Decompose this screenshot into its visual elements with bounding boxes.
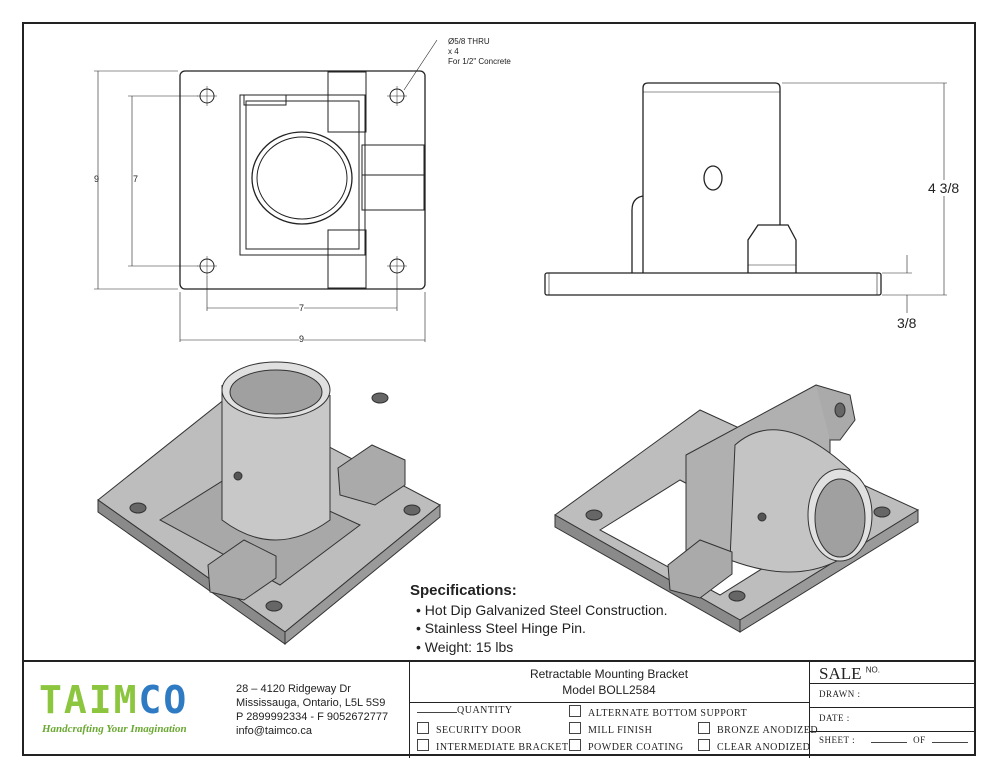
address-line: Mississauga, Ontario, L5L 5S9 — [236, 697, 386, 709]
drawn-label: DRAWN : — [819, 689, 861, 699]
drawing-title: Retractable Mounting Bracket Model BOLL2… — [409, 666, 809, 698]
top-view-dimensions — [94, 70, 426, 342]
checkbox[interactable] — [698, 722, 710, 734]
option-label: BRONZE ANODIZED — [717, 725, 819, 736]
sale-no-label: NO. — [865, 665, 880, 675]
option-label: POWDER COATING — [588, 742, 684, 753]
side-view — [544, 82, 947, 313]
spec-item: • Weight: 15 lbs — [416, 638, 514, 655]
sheet-field: SHEET : OF — [819, 735, 968, 745]
option-mill-finish[interactable]: MILL FINISH — [569, 722, 652, 736]
date-label: DATE : — [819, 713, 850, 723]
option-bronze-anodized[interactable]: BRONZE ANODIZED — [698, 722, 818, 736]
option-label: MILL FINISH — [588, 725, 653, 736]
isometric-view-right — [554, 384, 920, 633]
sheet-border — [22, 22, 976, 756]
mounting-holes — [197, 86, 407, 276]
option-clear-anodized[interactable]: CLEAR ANODIZED — [698, 739, 810, 753]
checkbox[interactable] — [698, 739, 710, 751]
hole-callout: Ø5/8 THRU x 4 For 1/2" Concrete — [448, 37, 511, 67]
checkbox[interactable] — [417, 739, 429, 751]
checkbox[interactable] — [569, 722, 581, 734]
sale-number: SALE NO. — [819, 664, 880, 684]
email: info@taimco.ca — [236, 725, 312, 737]
hole-note-count: x 4 — [448, 47, 459, 56]
drawing-model: Model BOLL2584 — [562, 683, 656, 697]
drawing-title-line1: Retractable Mounting Bracket — [529, 667, 689, 681]
spec-item: • Stainless Steel Hinge Pin. — [416, 620, 586, 636]
specifications-heading: Specifications: — [410, 582, 517, 599]
dim-height: 4 3/8 — [928, 180, 960, 196]
sale-label: SALE — [819, 664, 862, 683]
company-address: 28 – 4120 Ridgeway Dr Mississauga, Ontar… — [236, 682, 388, 738]
option-security-door[interactable]: SECURITY DOOR — [417, 722, 522, 736]
option-label: ALTERNATE BOTTOM SUPPORT — [588, 708, 748, 719]
dim-outer-vertical: 9 — [94, 174, 100, 184]
sheet-label: SHEET : — [819, 735, 856, 745]
company-logo: TAIMCO — [39, 678, 189, 722]
quantity-label: QUANTITY — [457, 705, 513, 716]
option-powder-coating[interactable]: POWDER COATING — [569, 739, 684, 753]
title-block: TAIMCO Handcrafting Your Imagination 28 … — [22, 660, 976, 758]
phone-fax: P 2899992334 - F 9052672777 — [236, 711, 389, 723]
address-line: 28 – 4120 Ridgeway Dr — [236, 683, 351, 695]
option-intermediate-bracket[interactable]: INTERMEDIATE BRACKET — [417, 739, 569, 753]
option-label: SECURITY DOOR — [436, 725, 522, 736]
checkbox[interactable] — [417, 722, 429, 734]
company-tagline: Handcrafting Your Imagination — [42, 723, 187, 735]
dim-plate-thickness: 3/8 — [897, 315, 917, 331]
hole-note-usage: For 1/2" Concrete — [448, 57, 511, 66]
specifications: Specifications: • Hot Dip Galvanized Ste… — [410, 582, 668, 656]
quantity-field[interactable]: QUANTITY — [417, 705, 513, 716]
of-label: OF — [913, 735, 926, 745]
option-label: INTERMEDIATE BRACKET — [436, 742, 569, 753]
dim-outer-horizontal: 9 — [299, 334, 305, 344]
checkbox[interactable] — [569, 739, 581, 751]
option-alternate-bottom-support[interactable]: ALTERNATE BOTTOM SUPPORT — [569, 705, 747, 719]
dim-inner-horizontal: 7 — [299, 303, 305, 313]
option-label: CLEAR ANODIZED — [717, 742, 811, 753]
checkbox[interactable] — [569, 705, 581, 717]
spec-item: • Hot Dip Galvanized Steel Construction. — [416, 601, 668, 618]
isometric-view-left — [97, 361, 441, 646]
hole-note-diameter: Ø5/8 THRU — [448, 37, 490, 46]
top-view — [94, 39, 438, 342]
dim-inner-vertical: 7 — [133, 174, 139, 184]
